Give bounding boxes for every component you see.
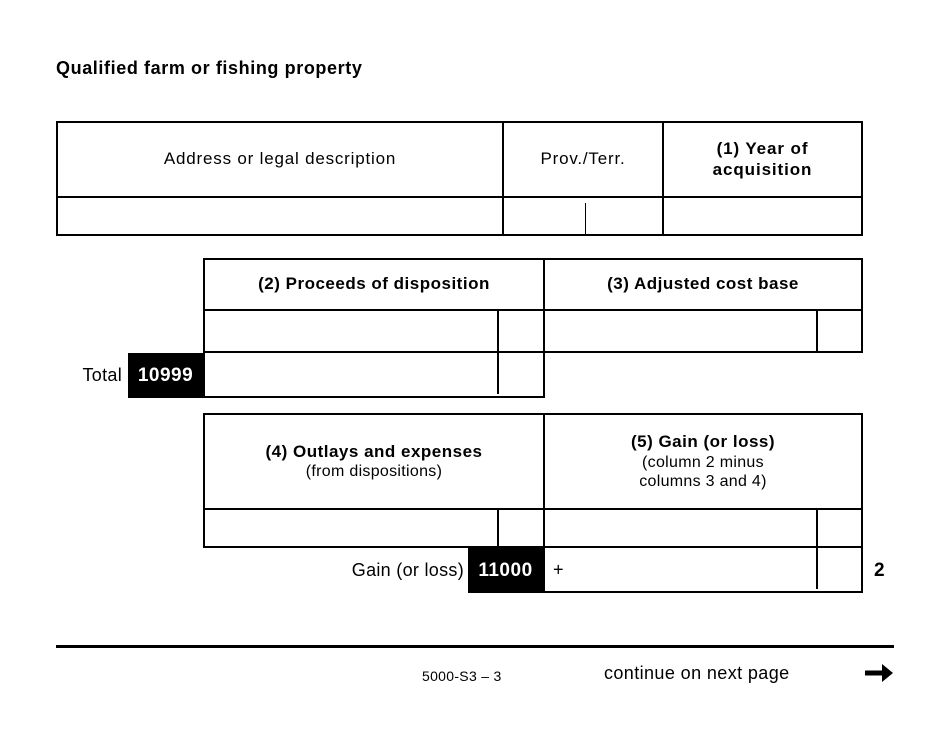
province-input-part2[interactable] (587, 198, 662, 234)
column-header-gain-or-loss: (5) Gain (or loss) (column 2 minus colum… (545, 415, 861, 508)
acb-dollars-input[interactable] (545, 311, 816, 351)
table-address-legal-description: Address or legal description Prov./Terr.… (56, 121, 863, 236)
gain-total-cents-divider (816, 548, 818, 589)
column-header-outlays-sub: (from dispositions) (305, 463, 443, 481)
t3-gain-cents-divider (816, 510, 818, 546)
gain-total-dollars-input[interactable] (545, 548, 816, 589)
column-header-outlays-label: (4) Outlays and expenses (from dispositi… (205, 442, 543, 482)
outlays-dollars-input[interactable] (205, 510, 497, 546)
column-header-gain-sub-line2: columns 3 and 4) (639, 472, 767, 490)
table-outlays-and-gain: (4) Outlays and expenses (from dispositi… (203, 413, 863, 548)
t2-acb-cents-divider (816, 311, 818, 351)
column-header-acb-label: (3) Adjusted cost base (607, 274, 799, 294)
gain-total-cents-input[interactable] (818, 548, 861, 589)
total-label: Total (82, 365, 122, 385)
t2-divider-proceeds-acb (543, 260, 545, 351)
gain-or-loss-label: Gain (or loss) (351, 560, 464, 580)
line-reference-marker-2: 2 (874, 559, 885, 581)
gain-or-loss-total-row: + (543, 548, 863, 593)
line-number-10999-tag: 10999 (128, 353, 203, 398)
column-header-year-line1: (1) Year of (716, 139, 809, 159)
column-header-gain-label: (5) Gain (or loss) (column 2 minus colum… (545, 432, 861, 491)
column-header-province: Prov./Terr. (504, 123, 662, 196)
total-cents-divider (497, 353, 499, 394)
column-header-adjusted-cost-base: (3) Adjusted cost base (545, 260, 861, 309)
continue-next-page-label: continue on next page (604, 663, 790, 683)
column-header-proceeds-of-disposition: (2) Proceeds of disposition (205, 260, 543, 309)
column-header-address: Address or legal description (58, 123, 502, 196)
gain-dollars-input[interactable] (545, 510, 816, 546)
table-proceeds-and-acb: (2) Proceeds of disposition (3) Adjusted… (203, 258, 863, 353)
column-header-year-of-acquisition: (1) Year of acquisition (664, 123, 861, 196)
column-header-outlays-main: (4) Outlays and expenses (265, 441, 483, 461)
footer-divider (56, 645, 894, 648)
total-proceeds-cents-input[interactable] (499, 353, 543, 394)
t3-outlays-cents-divider (497, 510, 499, 546)
line-number-11000-tag: 11000 (468, 548, 543, 593)
form-identifier: 5000-S3 – 3 (422, 668, 502, 684)
gain-plus-sign: + (553, 559, 564, 579)
t2-proceeds-cents-divider (497, 311, 499, 351)
outlays-cents-input[interactable] (499, 510, 543, 546)
year-of-acquisition-input[interactable] (664, 198, 861, 234)
t3-divider-outlays-gain (543, 415, 545, 546)
province-input-part1[interactable] (504, 198, 582, 234)
t1-header-bottom-rule (58, 196, 861, 198)
column-header-address-label: Address or legal description (163, 149, 397, 169)
acb-cents-input[interactable] (818, 311, 861, 351)
column-header-gain-sub-minus: minus (719, 453, 764, 471)
column-header-gain-main: (5) Gain (or loss) (630, 432, 776, 452)
t1-province-inner-divider (585, 203, 586, 234)
t3-header-bottom-rule (205, 508, 861, 510)
arrow-right-icon (864, 660, 894, 686)
total-proceeds-dollars-input[interactable] (205, 353, 497, 394)
t1-divider-address-province (502, 123, 504, 234)
column-header-year-label: (1) Year of acquisition (664, 139, 861, 180)
proceeds-dollars-input[interactable] (205, 311, 497, 351)
t2-header-bottom-rule (205, 309, 861, 311)
column-header-outlays-and-expenses: (4) Outlays and expenses (from dispositi… (205, 415, 543, 508)
column-header-year-line2: acquisition (712, 159, 813, 179)
column-header-gain-sub-line1-a: (column 2 (642, 453, 720, 471)
column-header-proceeds-label: (2) Proceeds of disposition (258, 274, 490, 294)
gain-cents-input[interactable] (818, 510, 861, 546)
column-header-province-label: Prov./Terr. (540, 149, 626, 169)
proceeds-cents-input[interactable] (499, 311, 543, 351)
page-title: Qualified farm or fishing property (56, 58, 363, 78)
total-proceeds-row (203, 353, 545, 398)
t1-divider-province-year (662, 123, 664, 234)
address-input[interactable] (58, 198, 502, 234)
